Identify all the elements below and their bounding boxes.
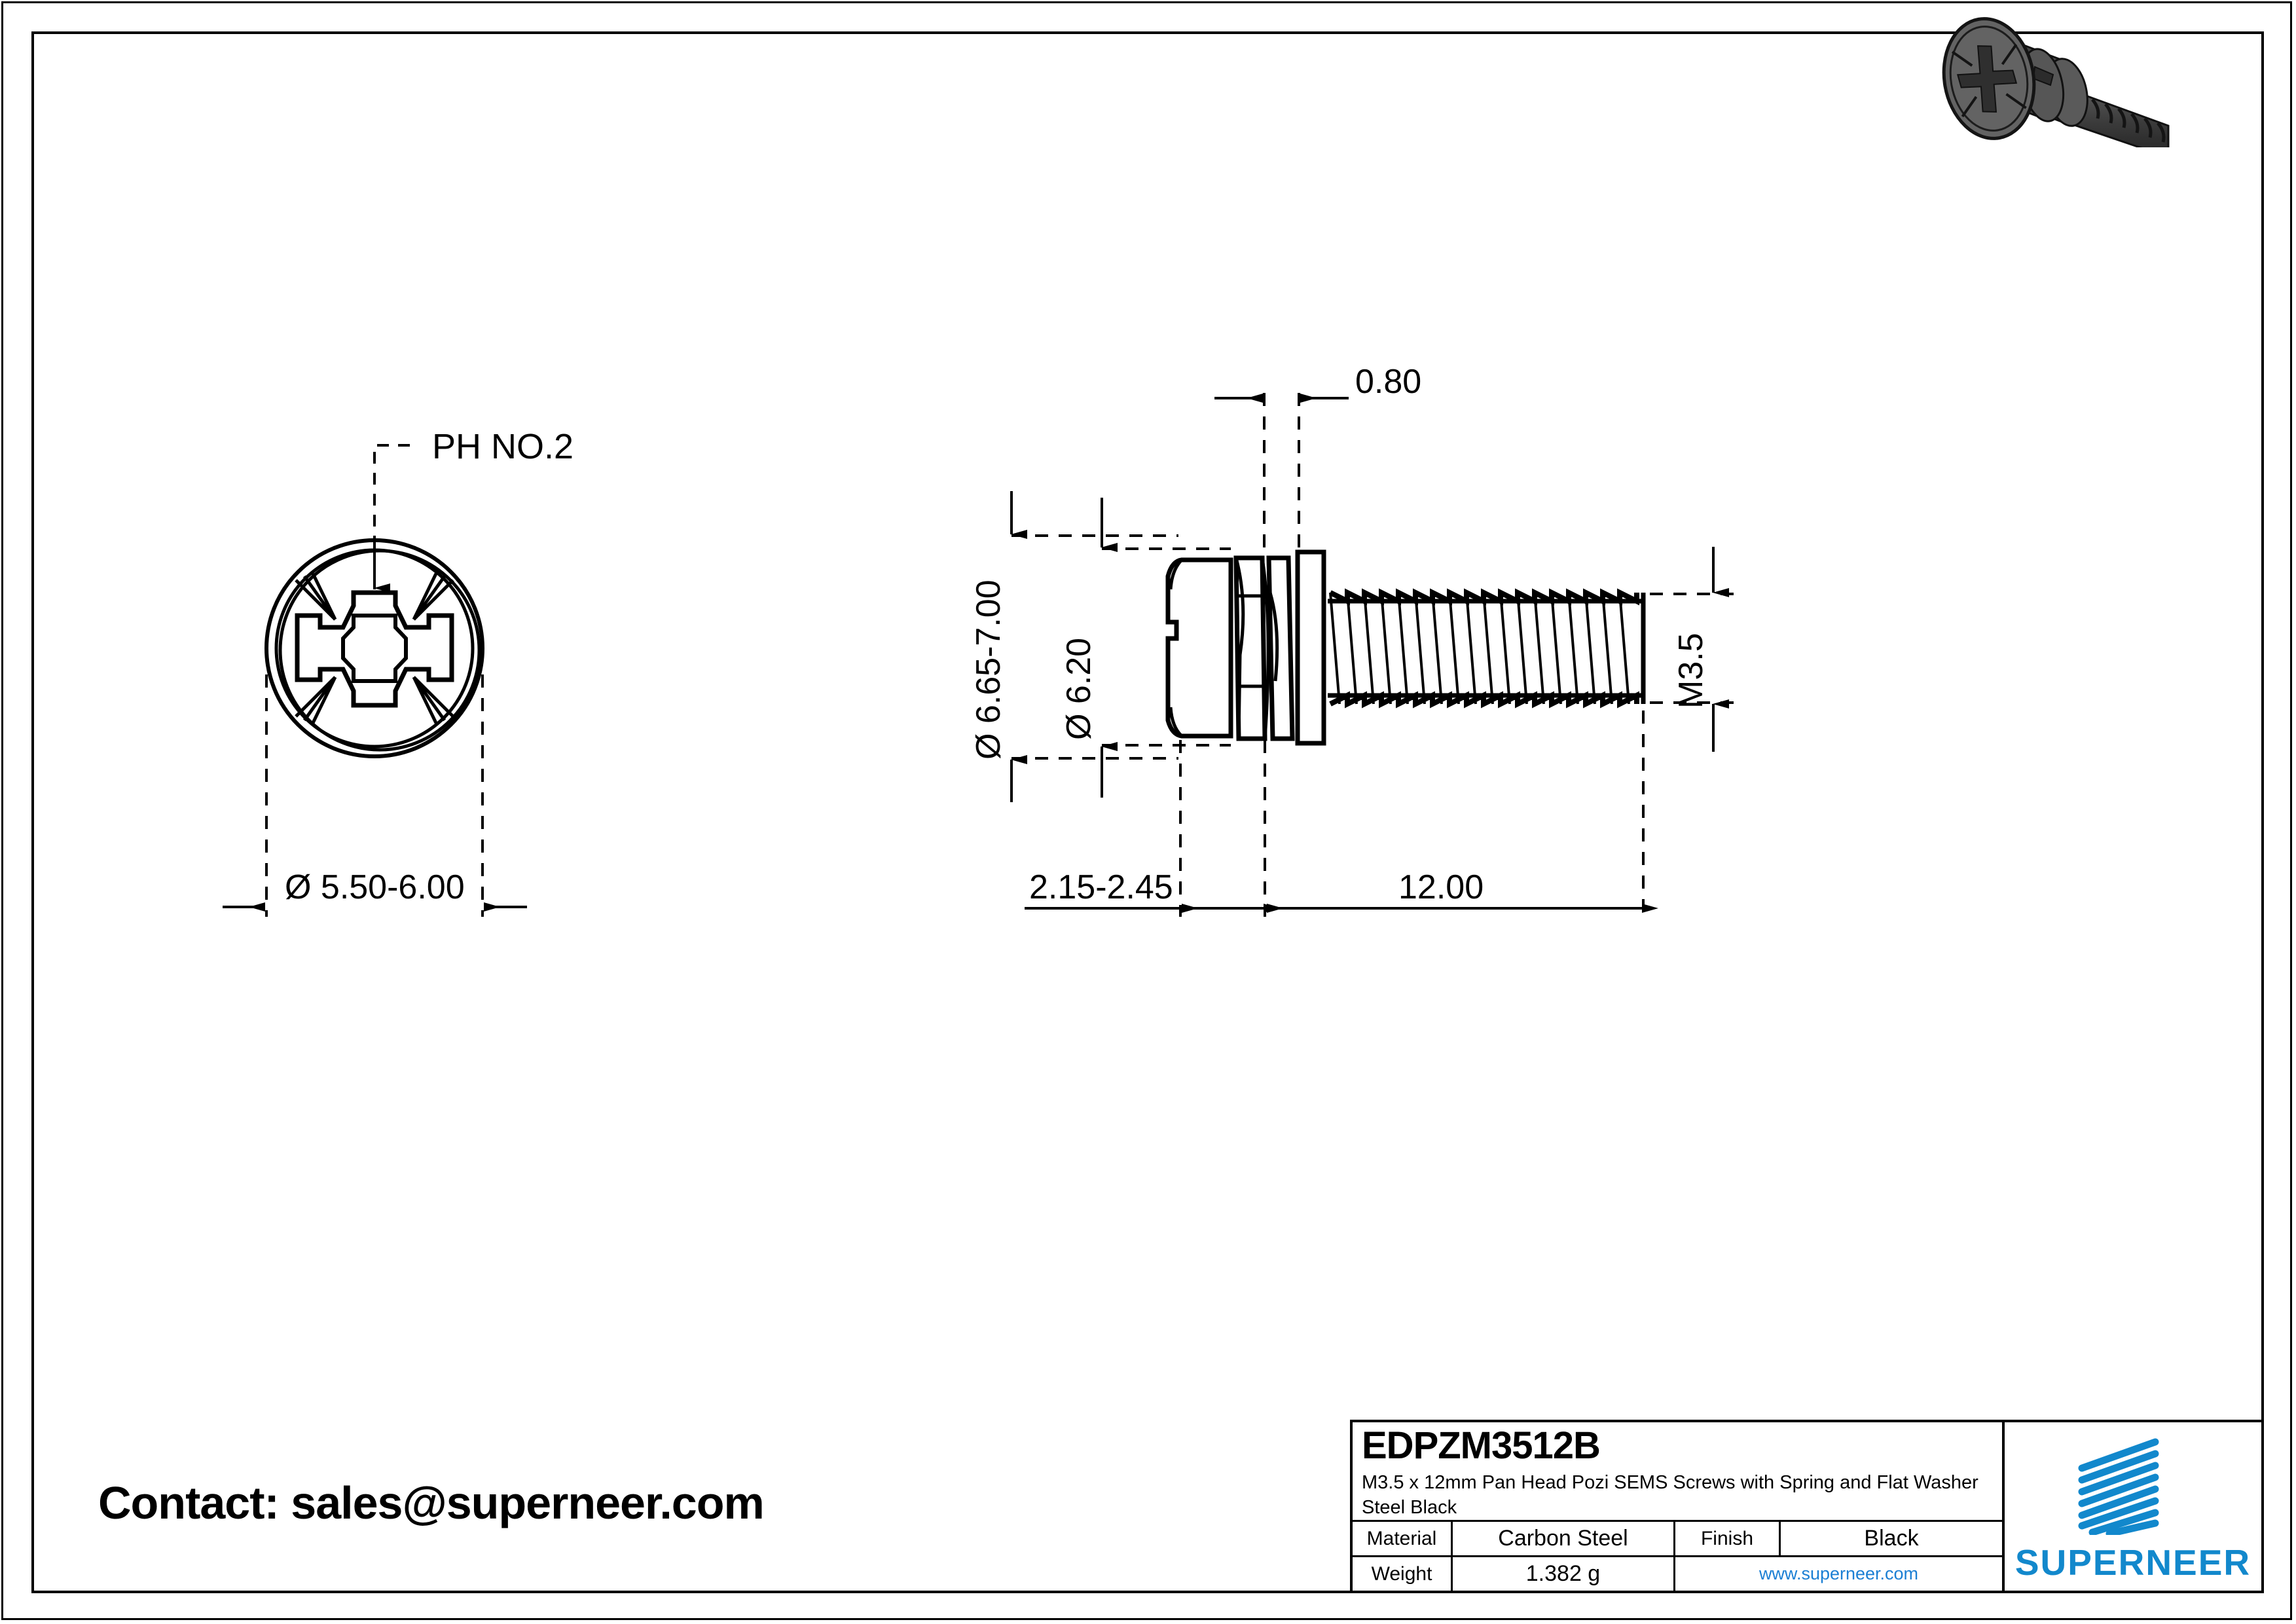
title-block-row-weight: Weight 1.382 g www.superneer.com bbox=[1353, 1557, 2002, 1591]
title-block-row-material: Material Carbon Steel Finish Black bbox=[1353, 1522, 2002, 1558]
title-block-info: EDPZM3512B M3.5 x 12mm Pan Head Pozi SEM… bbox=[1353, 1422, 2005, 1591]
page-inner-border bbox=[31, 31, 2264, 1593]
material-value: Carbon Steel bbox=[1453, 1522, 1675, 1556]
brand-name: SUPERNEER bbox=[2014, 1542, 2251, 1583]
pan-head-3d bbox=[1942, 17, 2036, 140]
dim-text-head-height: 2.15-2.45 bbox=[1029, 868, 1173, 906]
dim-665-700-ext bbox=[1011, 534, 1178, 760]
contact-text: Contact: sales@superneer.com bbox=[98, 1477, 765, 1528]
part-description: M3.5 x 12mm Pan Head Pozi SEMS Screws wi… bbox=[1362, 1471, 1978, 1519]
dim-text-washer-thickness: 0.80 bbox=[1355, 363, 1421, 401]
ph-no2-leader bbox=[373, 444, 419, 589]
dim-bottom-ext bbox=[1179, 710, 1645, 917]
dim-text-head-diameter-side: Ø 6.20 bbox=[1060, 638, 1098, 740]
website-link[interactable]: www.superneer.com bbox=[1758, 1564, 1919, 1584]
superneer-logo-icon bbox=[2078, 1438, 2159, 1535]
title-block-description-cell: EDPZM3512B M3.5 x 12mm Pan Head Pozi SEM… bbox=[1353, 1422, 2002, 1522]
brand-logo-cell: SUPERNEER bbox=[2005, 1422, 2261, 1591]
finish-value: Black bbox=[1864, 1526, 1919, 1551]
title-block: EDPZM3512B M3.5 x 12mm Pan Head Pozi SEM… bbox=[1350, 1420, 2264, 1593]
screw-3d-preview bbox=[1942, 17, 2170, 147]
part-number: EDPZM3512B bbox=[1362, 1424, 1601, 1467]
material-label: Material bbox=[1353, 1522, 1453, 1556]
dim-text-head-diameter: Ø 5.50-6.00 bbox=[285, 868, 465, 906]
dim-text-thread-designation: M3.5 bbox=[1672, 633, 1710, 709]
side-view-geometry bbox=[1165, 549, 1646, 746]
finish-label: Finish bbox=[1675, 1522, 1781, 1556]
callout-ph-no2: PH NO.2 bbox=[432, 427, 574, 466]
dim-0-80-ext bbox=[1263, 393, 1300, 551]
head-end-view-geometry bbox=[264, 538, 484, 758]
weight-value: 1.382 g bbox=[1453, 1557, 1675, 1591]
dim-text-head-outer-diameter: Ø 6.65-7.00 bbox=[970, 580, 1008, 760]
weight-label: Weight bbox=[1353, 1557, 1453, 1591]
dim-text-thread-length: 12.00 bbox=[1398, 868, 1484, 906]
dim-head-diameter-ext bbox=[265, 674, 484, 917]
